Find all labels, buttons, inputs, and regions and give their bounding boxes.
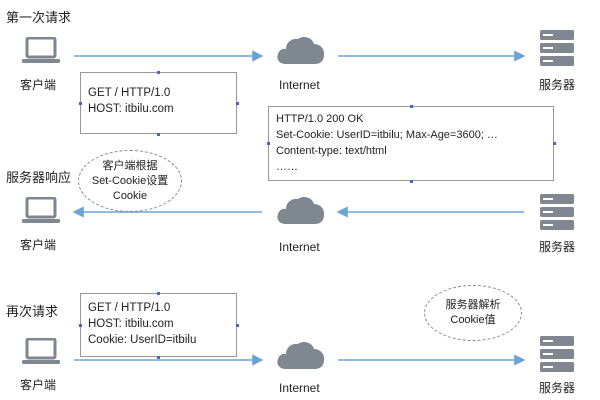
client-note-line-2: Set-Cookie设置 <box>91 174 169 187</box>
internet-label: Internet <box>279 240 320 254</box>
handle-dot <box>553 142 556 145</box>
client-note-ellipse: 客户端根据 Set-Cookie设置 Cookie <box>78 150 182 212</box>
handle-dot <box>410 105 413 108</box>
server-note-line-2: Cookie值 <box>450 314 496 326</box>
server-label: 服务器 <box>539 381 576 395</box>
cloud-icon <box>277 341 325 369</box>
response-line-1: HTTP/1.0 200 OK <box>276 113 364 125</box>
cloud-icon <box>277 36 325 64</box>
response-line-3: Content-type: text/html <box>276 145 387 157</box>
request1-line-2: HOST: itbilu.com <box>88 103 174 115</box>
server-icon <box>540 336 574 372</box>
handle-dot <box>267 142 270 145</box>
server-icon <box>540 194 574 230</box>
section-server-response: 服务器响应 <box>6 170 72 185</box>
internet-label: Internet <box>279 381 320 395</box>
internet-label: Internet <box>279 78 320 92</box>
laptop-icon <box>22 338 60 364</box>
section-first-request: 第一次请求 <box>6 10 72 25</box>
handle-dot <box>79 102 82 105</box>
server-note-line-1: 服务器解析 <box>445 299 501 311</box>
request2-line-2: HOST: itbilu.com <box>88 318 174 330</box>
response-box: HTTP/1.0 200 OK Set-Cookie: UserID=itbil… <box>268 106 554 181</box>
handle-dot <box>157 133 160 136</box>
handle-dot <box>157 71 160 74</box>
handle-dot <box>236 324 239 327</box>
response-line-4: …… <box>276 161 298 173</box>
handle-dot <box>157 356 160 359</box>
handle-dot <box>79 324 82 327</box>
request1-line-1: GET / HTTP/1.0 <box>88 87 171 99</box>
client-label: 客户端 <box>20 378 57 392</box>
section-second-request: 再次请求 <box>6 304 59 319</box>
handle-dot <box>410 180 413 183</box>
server-label: 服务器 <box>539 78 576 92</box>
client-note-line-3: Cookie <box>112 189 148 202</box>
handle-dot <box>157 292 160 295</box>
request-box-1: GET / HTTP/1.0 HOST: itbilu.com <box>80 72 237 134</box>
handle-dot <box>236 102 239 105</box>
server-note-ellipse: 服务器解析 Cookie值 <box>424 285 522 341</box>
laptop-icon <box>22 197 60 223</box>
server-label: 服务器 <box>539 240 576 254</box>
laptop-icon <box>22 37 60 63</box>
client-label: 客户端 <box>20 78 57 92</box>
response-line-2: Set-Cookie: UserID=itbilu; Max-Age=3600;… <box>276 129 498 141</box>
request2-line-1: GET / HTTP/1.0 <box>88 302 171 314</box>
request-box-2: GET / HTTP/1.0 HOST: itbilu.com Cookie: … <box>80 293 237 357</box>
request2-line-3: Cookie: UserID=itbilu <box>88 334 197 346</box>
client-label: 客户端 <box>20 238 57 252</box>
client-note-line-1: 客户端根据 <box>102 159 158 172</box>
cloud-icon <box>277 196 325 224</box>
server-icon <box>540 30 574 66</box>
